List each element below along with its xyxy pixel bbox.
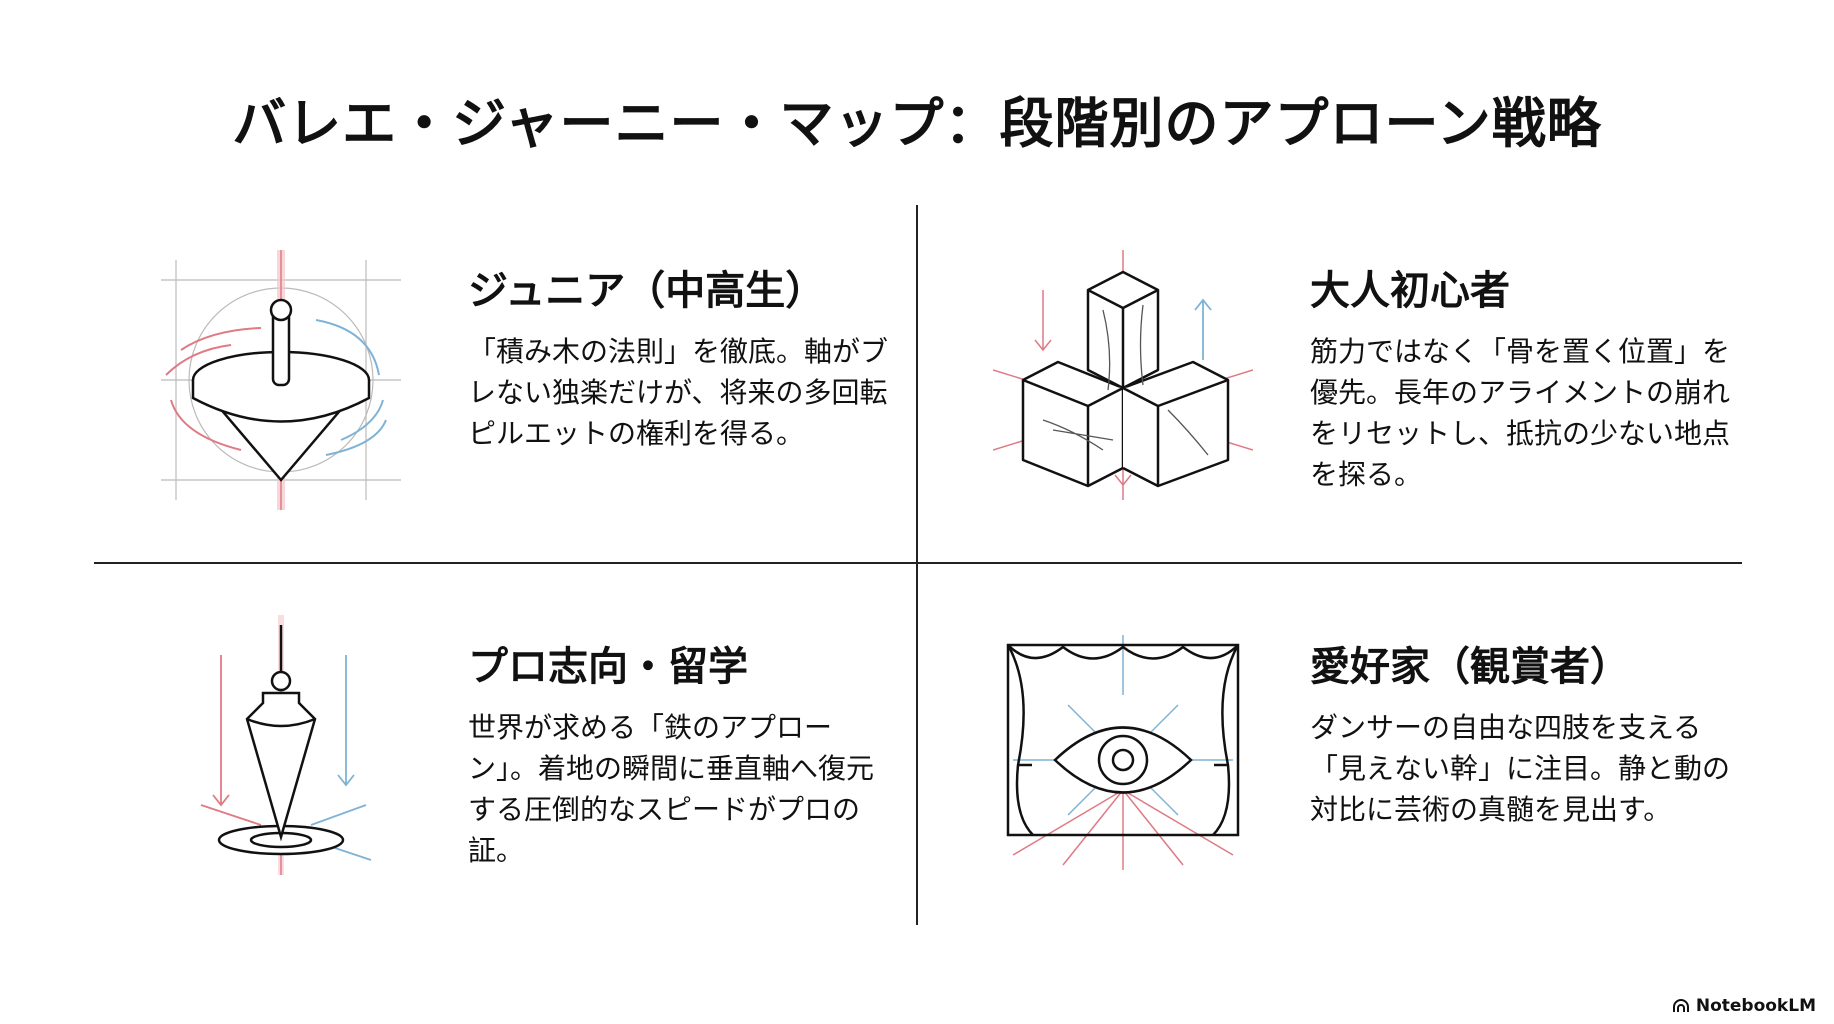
- quadrant-adult-beginner: 大人初心者 筋力ではなく「骨を置く位置」を優先。長年のアライメントの崩れをリセッ…: [1310, 265, 1730, 495]
- quadrant-junior: ジュニア（中高生） 「積み木の法則」を徹底。軸がブレない独楽だけが、将来の多回転…: [468, 265, 888, 454]
- quadrant-heading: プロ志向・留学: [468, 644, 748, 690]
- quadrant-body: 「積み木の法則」を徹底。軸がブレない独楽だけが、将来の多回転ピルエットの権利を得…: [468, 335, 889, 450]
- skeleton-cubes-icon: [993, 250, 1253, 500]
- stage-eye-icon: [1006, 635, 1240, 870]
- spinning-top-icon: [161, 250, 401, 510]
- quadrant-professional: プロ志向・留学 世界が求める「鉄のアプローン」。着地の瞬間に垂直軸へ復元する圧倒…: [468, 641, 888, 871]
- plumb-bob-icon: [200, 615, 372, 875]
- quadrant-heading: 愛好家（観賞者）: [1310, 644, 1630, 690]
- notebooklm-logo: NotebookLM: [1672, 996, 1816, 1016]
- page-title: バレエ・ジャーニー・マップ：段階別のアプローン戦略: [232, 91, 1602, 155]
- quadrant-body: ダンサーの自由な四肢を支える「見えない幹」に注目。静と動の対比に芸術の真髄を見出…: [1310, 711, 1731, 826]
- quadrant-heading: 大人初心者: [1310, 268, 1510, 314]
- quadrant-enthusiast: 愛好家（観賞者） ダンサーの自由な四肢を支える「見えない幹」に注目。静と動の対比…: [1310, 641, 1730, 830]
- notebooklm-icon: [1672, 999, 1689, 1012]
- logo-text: NotebookLM: [1695, 996, 1816, 1016]
- vertical-divider: [916, 205, 918, 925]
- quadrant-heading: ジュニア（中高生）: [468, 268, 826, 314]
- quadrant-body: 筋力ではなく「骨を置く位置」を優先。長年のアライメントの崩れをリセットし、抵抗の…: [1310, 335, 1731, 491]
- quadrant-body: 世界が求める「鉄のアプローン」。着地の瞬間に垂直軸へ復元する圧倒的なスピードがプ…: [468, 711, 875, 867]
- horizontal-divider: [94, 562, 1742, 564]
